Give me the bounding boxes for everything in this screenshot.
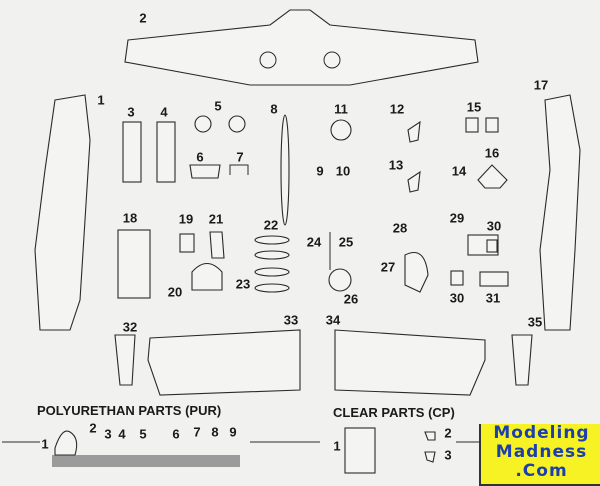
fuselage-right xyxy=(539,94,581,331)
label-9: 9 xyxy=(316,163,324,179)
label-6: 6 xyxy=(196,149,204,165)
logo-line-1: Modeling xyxy=(493,423,590,443)
pur-label-6: 6 xyxy=(172,426,180,442)
label-33: 33 xyxy=(283,312,299,328)
pur-title: POLYURETHAN PARTS (PUR) xyxy=(37,403,222,418)
label-32: 32 xyxy=(122,319,138,335)
label-31: 31 xyxy=(485,290,501,306)
label-28: 28 xyxy=(392,220,408,236)
pur-label-8: 8 xyxy=(211,424,219,440)
label-25: 25 xyxy=(338,234,354,250)
logo-line-3: .Com xyxy=(515,461,568,481)
wing-top xyxy=(124,9,479,86)
label-30: 30 xyxy=(486,218,502,234)
label-8: 8 xyxy=(270,101,278,117)
label-17: 17 xyxy=(533,77,549,93)
pur-label-5: 5 xyxy=(139,426,147,442)
pur-label-4: 4 xyxy=(118,426,126,442)
pur-label-3: 3 xyxy=(104,426,112,442)
label-16: 16 xyxy=(484,145,500,161)
label-30b: 30 xyxy=(449,290,465,306)
label-35: 35 xyxy=(527,314,543,330)
wing-right-panel xyxy=(334,329,486,396)
label-1: 1 xyxy=(97,92,105,108)
pur-label-2: 2 xyxy=(89,420,97,436)
fuselage-left xyxy=(34,94,91,331)
label-20: 20 xyxy=(167,284,183,300)
pur-label-9: 9 xyxy=(229,424,237,440)
wing-left-panel xyxy=(147,329,301,396)
part-3 xyxy=(122,121,142,183)
label-22: 22 xyxy=(263,217,279,233)
logo-line-2: Madness xyxy=(495,442,588,462)
label-27: 27 xyxy=(380,259,396,275)
label-2: 2 xyxy=(139,10,147,26)
label-14: 14 xyxy=(451,163,467,179)
label-21: 21 xyxy=(208,211,224,227)
label-15: 15 xyxy=(466,99,482,115)
label-18: 18 xyxy=(122,210,138,226)
cp-label-2: 2 xyxy=(444,425,452,441)
label-13: 13 xyxy=(388,157,404,173)
label-24: 24 xyxy=(306,234,322,250)
cp-label-3: 3 xyxy=(444,447,452,463)
label-10: 10 xyxy=(335,163,351,179)
label-3: 3 xyxy=(127,104,135,120)
label-4: 4 xyxy=(160,104,168,120)
label-29: 29 xyxy=(449,210,465,226)
label-26: 26 xyxy=(343,291,359,307)
part-18 xyxy=(117,229,151,299)
label-19: 19 xyxy=(178,211,194,227)
pur-label-7: 7 xyxy=(193,424,201,440)
label-34: 34 xyxy=(325,312,341,328)
label-12: 12 xyxy=(389,101,405,117)
cp-title: CLEAR PARTS (CP) xyxy=(333,405,455,420)
label-7: 7 xyxy=(236,149,244,165)
part-4 xyxy=(156,121,176,183)
label-11: 11 xyxy=(334,101,348,117)
pur-label-1: 1 xyxy=(41,436,49,452)
cp-label-1: 1 xyxy=(333,438,341,454)
label-23: 23 xyxy=(235,276,251,292)
label-5: 5 xyxy=(214,98,222,114)
modelingmadness-logo: Modeling Madness .Com xyxy=(479,424,600,486)
